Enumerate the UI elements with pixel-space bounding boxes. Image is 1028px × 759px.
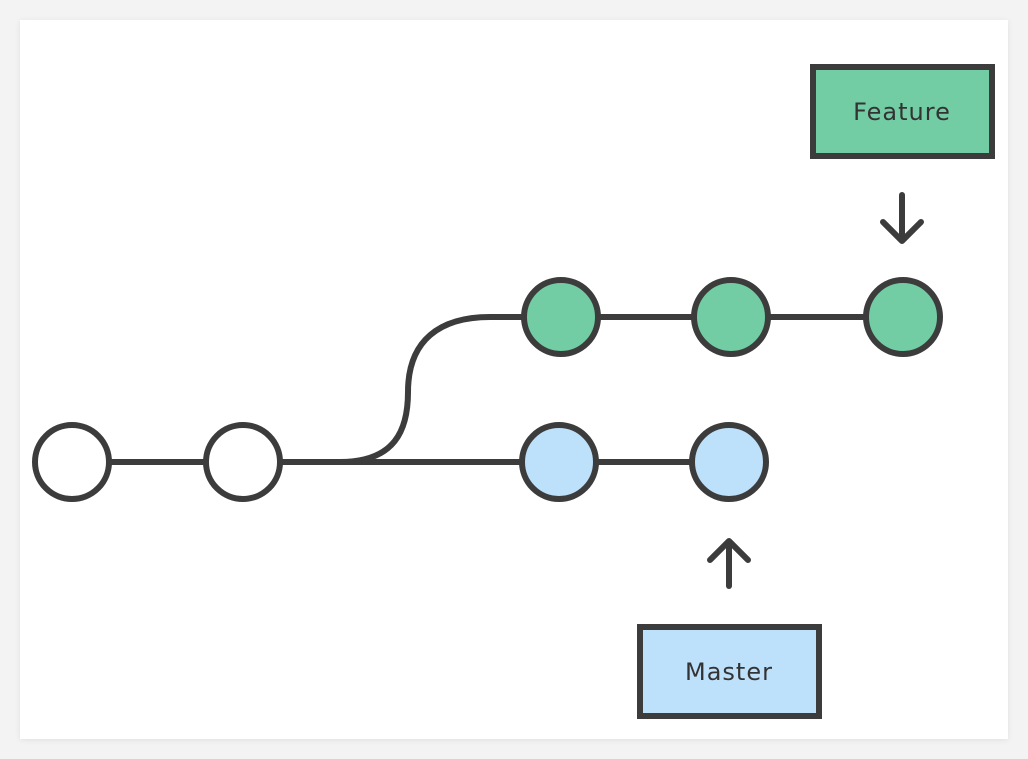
arrow-down-icon (880, 192, 924, 244)
feature-label: Feature (810, 64, 995, 159)
master-label-box (637, 624, 822, 719)
edges (107, 314, 868, 465)
feature-label-text: Feature (853, 98, 951, 126)
master-label: Master (637, 624, 822, 719)
commit-base-2 (203, 422, 283, 502)
commit-master-2 (689, 422, 769, 502)
arrow-up-icon (707, 538, 751, 589)
feature-label-box (810, 64, 995, 159)
commit-feature-3 (863, 277, 943, 357)
commit-base-1 (32, 422, 112, 502)
commit-master-1 (519, 422, 599, 502)
commits (32, 277, 943, 502)
commit-feature-1 (521, 277, 601, 357)
commit-feature-2 (691, 277, 771, 357)
edge-feature-branch-curve (307, 314, 526, 465)
master-label-text: Master (685, 658, 773, 686)
